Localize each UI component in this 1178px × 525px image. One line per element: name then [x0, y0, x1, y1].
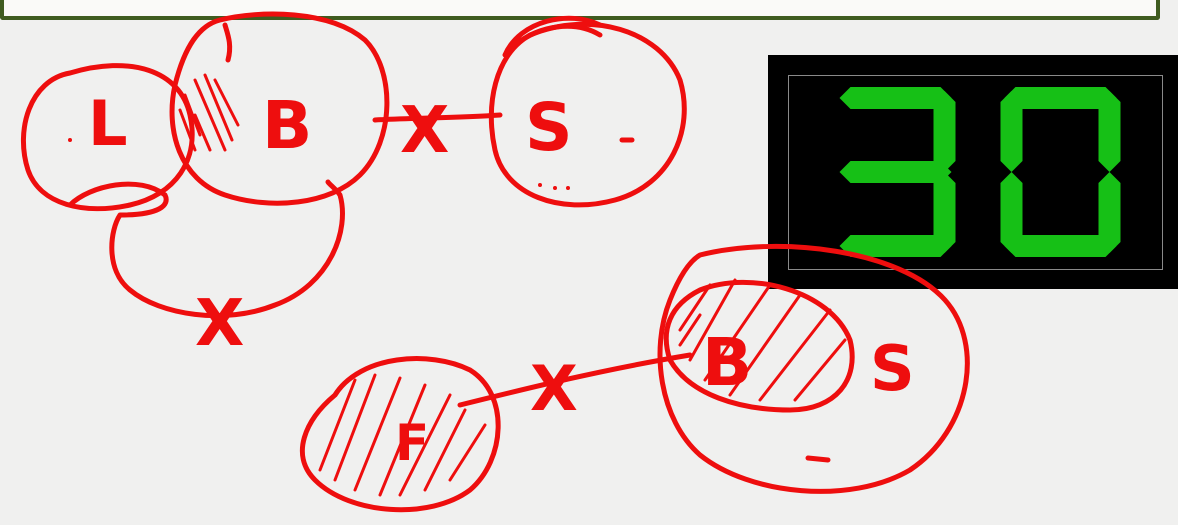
timer-seven-segment-digits	[768, 55, 1178, 289]
cross-f-b: X	[530, 352, 578, 425]
loop-l-b	[70, 182, 342, 316]
circle-l	[23, 66, 192, 209]
cross-loop: X	[195, 287, 244, 361]
label-f: F	[395, 414, 429, 472]
connector-b-s	[375, 115, 500, 120]
timer-segment-g	[840, 161, 952, 183]
connector-f-b	[460, 355, 690, 405]
label-s-top: S	[525, 89, 573, 166]
timer-segment-e	[1001, 172, 1023, 253]
circle-f	[302, 359, 498, 510]
dot	[553, 186, 557, 190]
circle-s-top-scribble	[505, 18, 600, 55]
dash-s-bottom	[808, 458, 828, 460]
label-l: L	[88, 87, 128, 160]
circle-b-bottom	[666, 282, 852, 410]
countdown-timer: 30	[768, 55, 1178, 289]
hatch-b-bottom	[680, 280, 845, 400]
dot	[566, 186, 570, 190]
hatch-overlap-lb	[180, 75, 238, 150]
cross-b-s: X	[400, 94, 449, 168]
timer-digit-segments	[840, 87, 1121, 257]
hatch-f	[320, 375, 485, 495]
label-b-top: B	[262, 87, 312, 164]
timer-segment-b	[934, 91, 956, 172]
timer-segment-d	[840, 235, 952, 257]
timer-segment-f	[1001, 91, 1023, 172]
top-banner	[0, 0, 1160, 20]
circle-b-top	[172, 14, 387, 203]
label-s-bottom: S	[870, 332, 915, 405]
dot	[68, 138, 72, 142]
circle-b-top-tail	[225, 25, 230, 60]
dot	[538, 183, 542, 187]
timer-segment-b	[1099, 91, 1121, 172]
circle-s-top	[491, 24, 684, 205]
label-b-bottom: B	[702, 324, 752, 401]
